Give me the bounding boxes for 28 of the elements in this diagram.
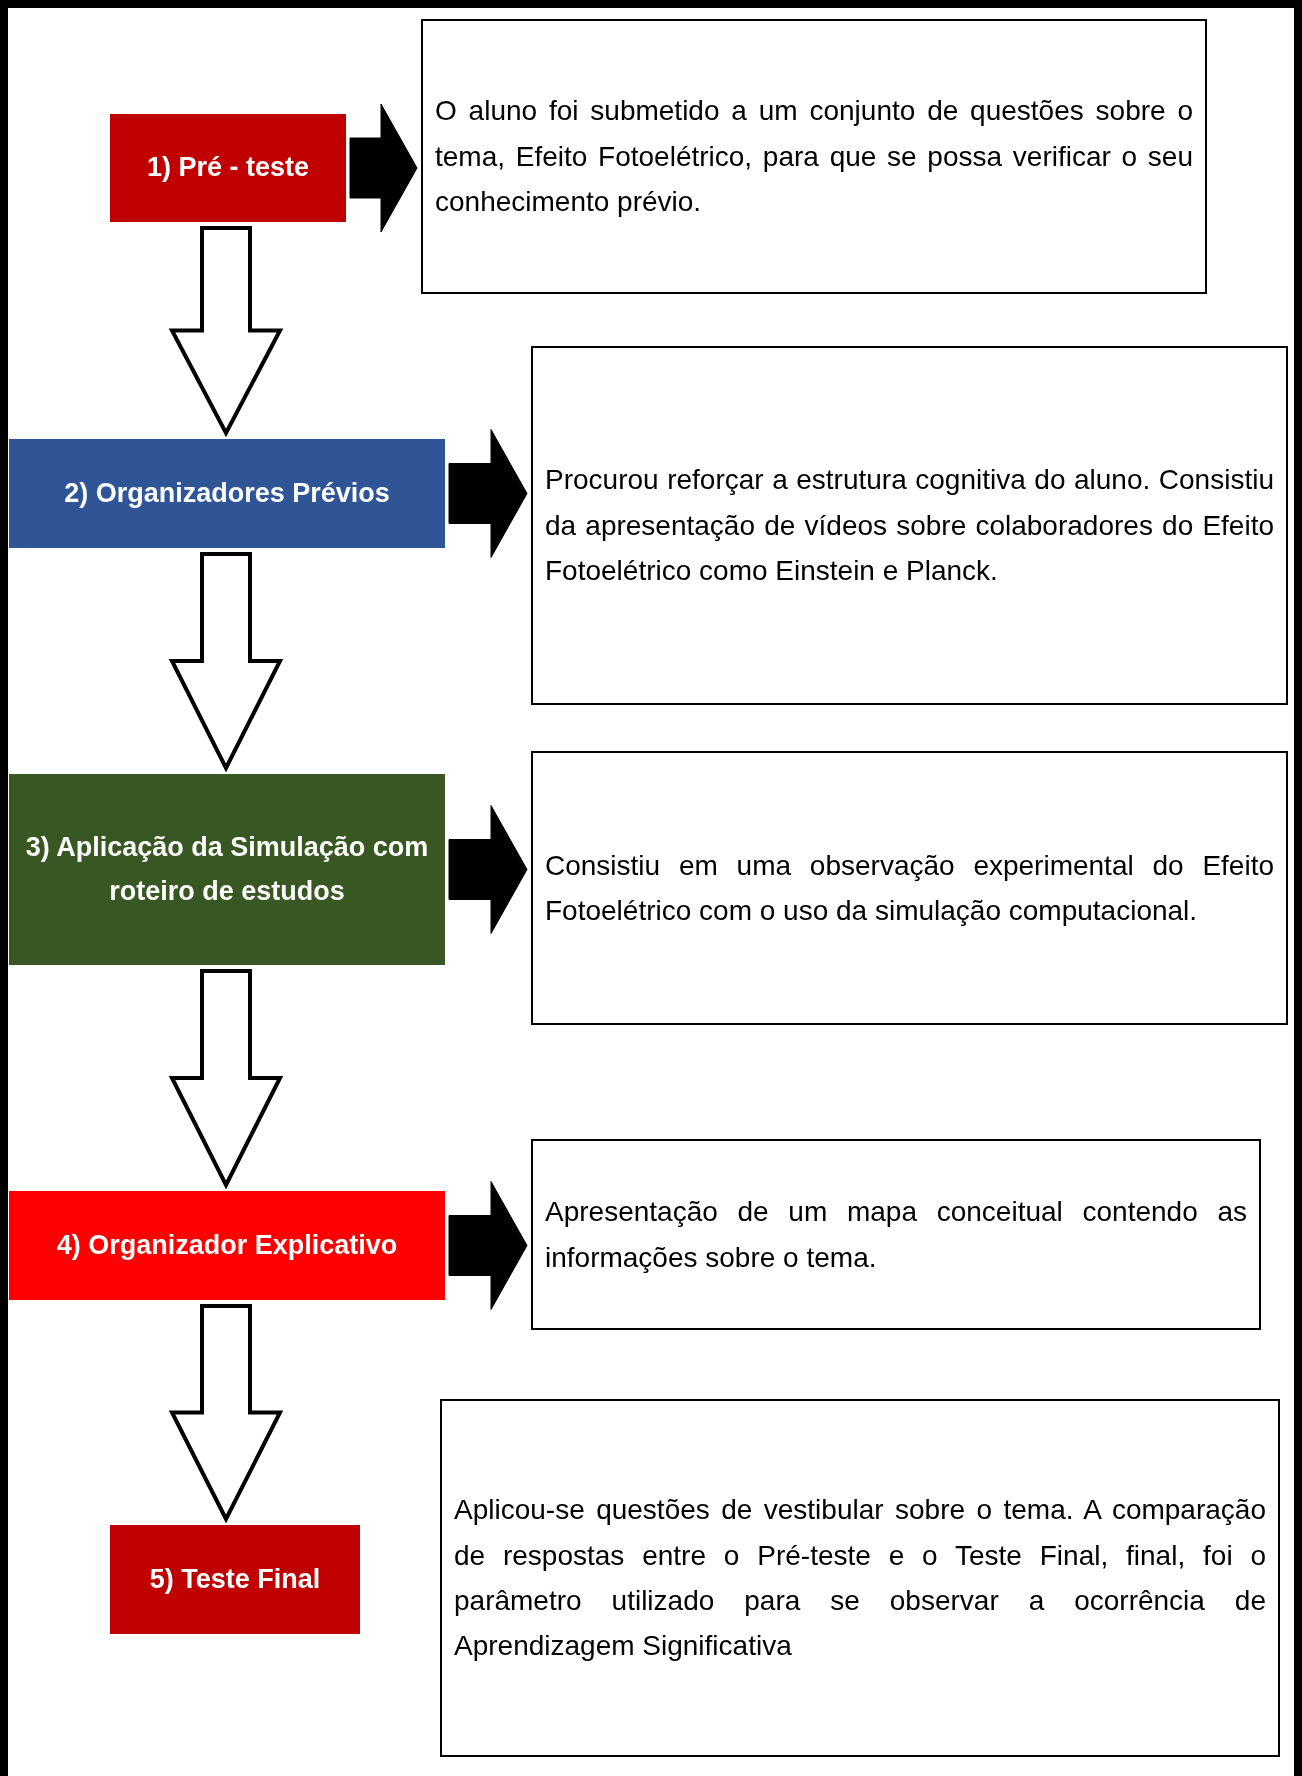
description-text: Procurou reforçar a estrutura cognitiva do aluno. Consistiu da apresentação de vídeos sobre colaboradores do Efeito Fotoelétrico como Einstein e Planck. bbox=[545, 463, 1274, 589]
block-arrow bbox=[448, 429, 528, 558]
description-box bbox=[440, 1399, 1280, 1757]
step-title: 5) Teste Final bbox=[149, 1562, 321, 1596]
description-text: Consistiu em uma observação experimental do Efeito Fotoelétrico com o uso da simulação computacional. bbox=[545, 848, 1274, 928]
description-box bbox=[531, 751, 1288, 1025]
description-text: O aluno foi submetido a um conjunto de questões sobre o tema, Efeito Fotoelétrico, para que se possa verificar o seu conhecimento prévio. bbox=[435, 94, 1193, 220]
step-title: 2) Organizadores Prévios bbox=[64, 476, 390, 510]
description-box bbox=[531, 346, 1288, 705]
block-arrow bbox=[448, 1181, 528, 1310]
block-arrow bbox=[168, 226, 284, 438]
description-box bbox=[531, 1139, 1261, 1330]
step-box bbox=[110, 114, 346, 222]
step-title: 4) Organizador Explicativo bbox=[56, 1228, 398, 1262]
block-arrow bbox=[168, 1304, 284, 1524]
step-box bbox=[9, 1191, 445, 1300]
description-text: Apresentação de um mapa conceitual contendo as informações sobre o tema. bbox=[545, 1195, 1247, 1275]
step-title: 1) Pré - teste bbox=[146, 151, 310, 185]
step-box bbox=[110, 1525, 360, 1634]
description-box bbox=[421, 19, 1207, 294]
block-arrow bbox=[168, 969, 284, 1190]
step-title: 3) Aplicação da Simulação com roteiro de estudos bbox=[24, 831, 430, 908]
block-arrow bbox=[168, 552, 284, 773]
description-text: Aplicou-se questões de vestibular sobre o tema. A comparação de respostas entre o Pré-teste e o Teste Final, final, foi o parâmetro utilizado para se observar a ocorrência de Aprendizagem Significativa bbox=[454, 1493, 1266, 1664]
block-arrow bbox=[349, 103, 418, 233]
block-arrow bbox=[448, 805, 528, 934]
step-box bbox=[9, 439, 445, 548]
step-box bbox=[9, 774, 445, 965]
